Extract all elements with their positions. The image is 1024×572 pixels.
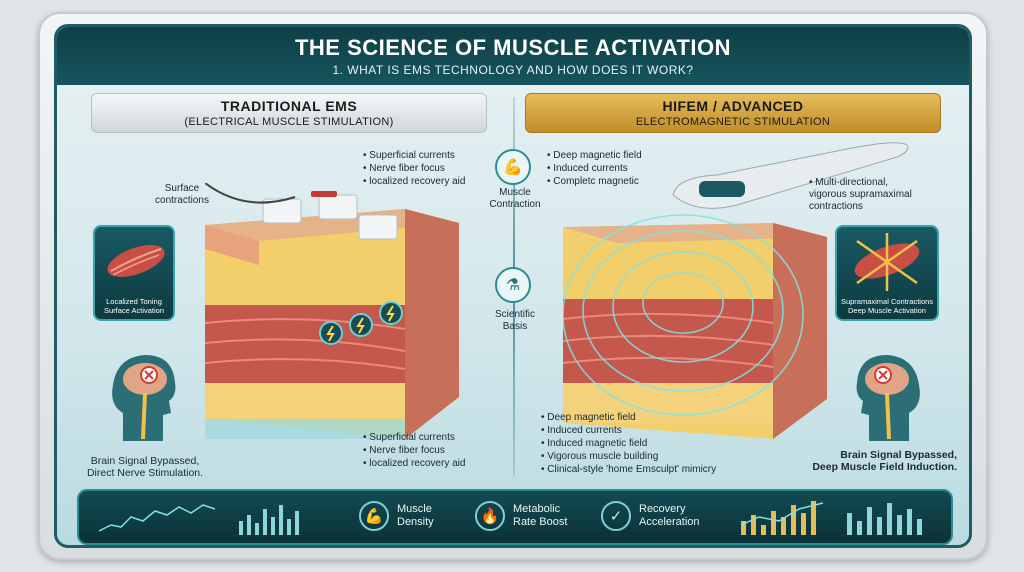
localized-toning-card: Localized Toning Surface Activation — [93, 225, 175, 321]
list-item: Induced currents — [541, 424, 716, 437]
flame-icon: 🔥 — [475, 501, 505, 531]
benefits-bar: 💪 Muscle Density 🔥 Metabolic Rate Boost … — [77, 489, 953, 545]
right-brain-caption: Brain Signal Bypassed, Deep Muscle Field… — [812, 449, 957, 473]
header-bar: THE SCIENCE OF MUSCLE ACTIVATION 1. WHAT… — [57, 27, 969, 85]
recovery-acceleration-label: Recovery Acceleration — [639, 503, 700, 528]
right-bottom-bullets: Deep magnetic field Induced currents Ind… — [541, 411, 716, 476]
flexed-arm-icon: 💪 — [359, 501, 389, 531]
hifem-title: HIFEM / ADVANCED — [662, 98, 804, 114]
hifem-skin-block — [563, 214, 827, 439]
bar-graph-icon — [239, 505, 299, 535]
muscle-arrows-icon — [854, 233, 920, 291]
list-item: Completc magnetic — [547, 175, 642, 188]
list-item: Deep magnetic field — [541, 411, 716, 424]
right-brain-head-icon — [856, 355, 920, 441]
muscle-density-label: Muscle Density — [397, 503, 434, 528]
magnetic-wand-icon — [672, 142, 909, 209]
page-title: THE SCIENCE OF MUSCLE ACTIVATION — [294, 35, 732, 60]
muscle-density-item: 💪 Muscle Density — [359, 501, 434, 531]
left-top-bullets: Superficial currents Nerve fiber focus l… — [363, 149, 465, 188]
localized-toning-caption: Localized Toning Surface Activation — [103, 297, 165, 315]
supramaximal-caption: Supramaximal Contractions Deep Muscle Ac… — [840, 297, 934, 315]
mixed-chart-icon — [740, 501, 824, 535]
metabolic-rate-label: Metabolic Rate Boost — [513, 503, 568, 528]
surface-contractions-label: Surface contractions — [155, 183, 209, 206]
metabolic-rate-item: 🔥 Metabolic Rate Boost — [475, 501, 567, 531]
list-item: Nerve fiber focus — [363, 444, 465, 457]
flask-icon: ⚗ — [495, 267, 531, 303]
check-circle-icon: ✓ — [601, 501, 631, 531]
left-brain-caption: Brain Signal Bypassed, Direct Nerve Stim… — [86, 455, 204, 479]
list-item: localized recovery aid — [363, 457, 465, 470]
page-subtitle: 1. WHAT IS EMS TECHNOLOGY AND HOW DOES I… — [332, 63, 694, 77]
left-bottom-bullets: Superficial currents Nerve fiber focus l… — [363, 431, 465, 470]
teal-bar-graph-icon — [847, 503, 922, 535]
list-item: Vigorous muscle building — [541, 450, 716, 463]
list-item: Induced magnetic field — [541, 437, 716, 450]
list-item: Induced currents — [547, 162, 642, 175]
traditional-ems-header: TRADITIONAL EMS (ELECTRICAL MUSCLE STIMU… — [91, 93, 487, 133]
multi-directional-label: • Multi-directional, vigorous supramaxim… — [809, 177, 912, 212]
muscle-icon — [107, 245, 165, 277]
scientific-basis-label: Scientific Basis — [494, 309, 535, 332]
list-item: Superficial currents — [363, 431, 465, 444]
supramaximal-card: Supramaximal Contractions Deep Muscle Ac… — [835, 225, 939, 321]
muscle-contraction-label: Muscle Contraction — [489, 187, 541, 210]
traditional-ems-subtitle: (ELECTRICAL MUSCLE STIMULATION) — [184, 116, 394, 128]
traditional-ems-skin-block — [205, 183, 459, 439]
muscle-contraction-icon: 💪 — [495, 149, 531, 185]
traditional-ems-title: TRADITIONAL EMS — [220, 98, 358, 114]
list-item: localized recovery aid — [363, 175, 465, 188]
hifem-subtitle: ELECTROMAGNETIC STIMULATION — [635, 116, 831, 128]
line-graph-icon — [98, 504, 216, 532]
list-item: Deep magnetic field — [547, 149, 641, 162]
list-item: Nerve fiber focus — [363, 162, 465, 175]
right-top-bullets: Deep magnetic field Induced currents Com… — [547, 149, 642, 188]
infographic-screen: THE SCIENCE OF MUSCLE ACTIVATION 1. WHAT… — [54, 24, 972, 548]
hifem-header: HIFEM / ADVANCED ELECTROMAGNETIC STIMULA… — [525, 93, 941, 133]
recovery-acceleration-item: ✓ Recovery Acceleration — [601, 501, 700, 531]
list-item: Clinical-style 'home Emsculpt' mimicry — [541, 463, 716, 476]
list-item: Superficial currents — [363, 149, 465, 162]
left-brain-head-icon — [112, 355, 176, 441]
